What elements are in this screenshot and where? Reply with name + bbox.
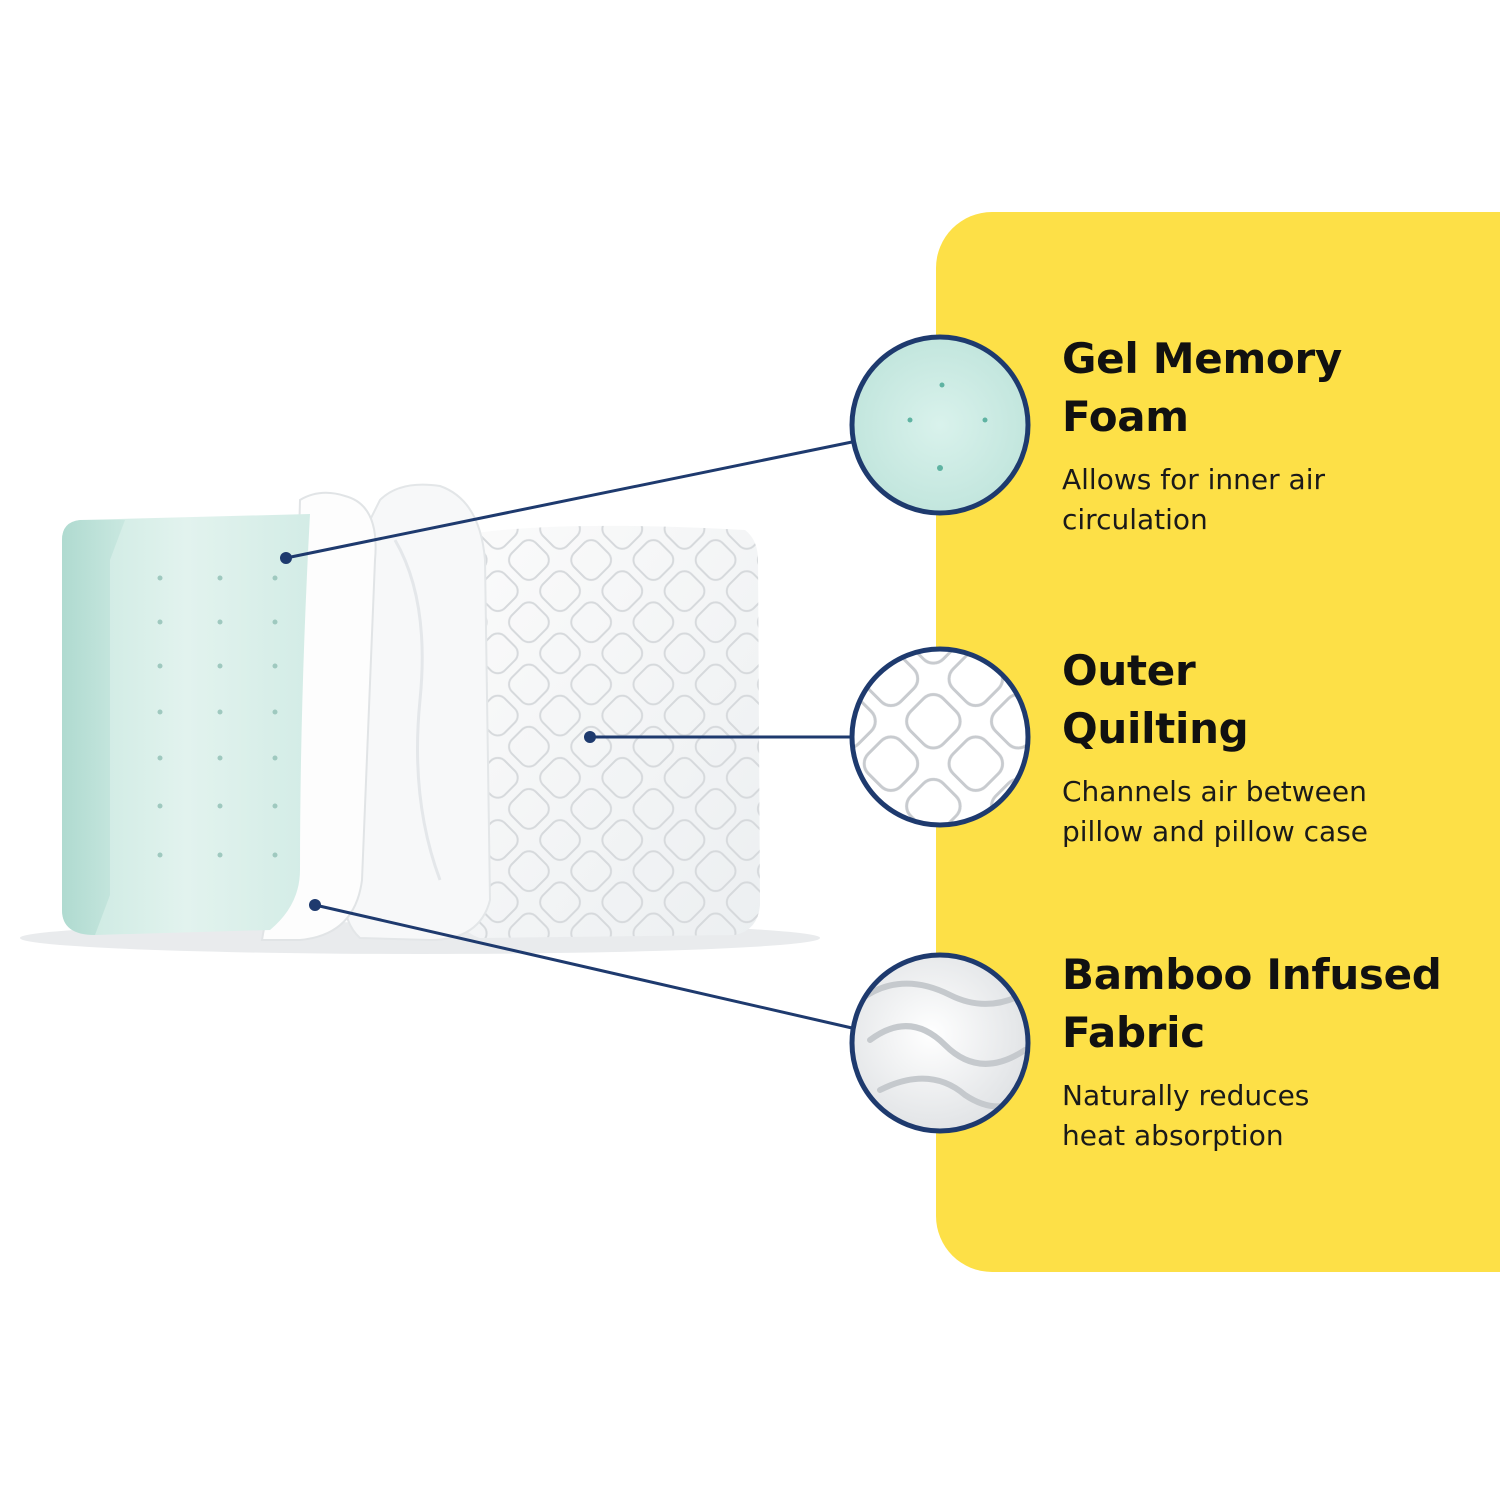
quilted-fabric-swatch-icon: [849, 646, 1031, 828]
callout-line-gel: [285, 440, 853, 560]
feature-bamboo-infused-fabric: Bamboo Infused Fabric Naturally reduces …: [1062, 946, 1482, 1156]
feature-outer-quilting: Outer Quilting Channels air between pill…: [1062, 642, 1482, 852]
rolled-cover: [343, 483, 492, 942]
gel-memory-foam-block: [62, 514, 310, 935]
callout-lines: [285, 440, 853, 1030]
feature-description: Naturally reduces heat absorption: [1062, 1079, 1310, 1152]
feature-title: Gel Memory Foam: [1062, 334, 1342, 441]
quilted-cover-pattern: [455, 525, 760, 938]
callout-dot-bamboo: [309, 899, 321, 911]
feature-title: Outer Quilting: [1062, 646, 1249, 753]
feature-title: Bamboo Infused Fabric: [1062, 950, 1442, 1057]
feature-description: Channels air between pillow and pillow c…: [1062, 775, 1369, 848]
callout-dot-gel: [280, 552, 292, 564]
gel-foam-swatch-icon: [849, 334, 1031, 516]
feature-gel-memory-foam: Gel Memory Foam Allows for inner air cir…: [1062, 330, 1482, 540]
callout-dot-quilting: [584, 731, 596, 743]
bamboo-fabric-swatch-icon: [849, 952, 1031, 1134]
foam-ventilation-holes: [157, 575, 278, 858]
callout-line-bamboo: [314, 903, 853, 1030]
feature-description: Allows for inner air circulation: [1062, 463, 1325, 536]
